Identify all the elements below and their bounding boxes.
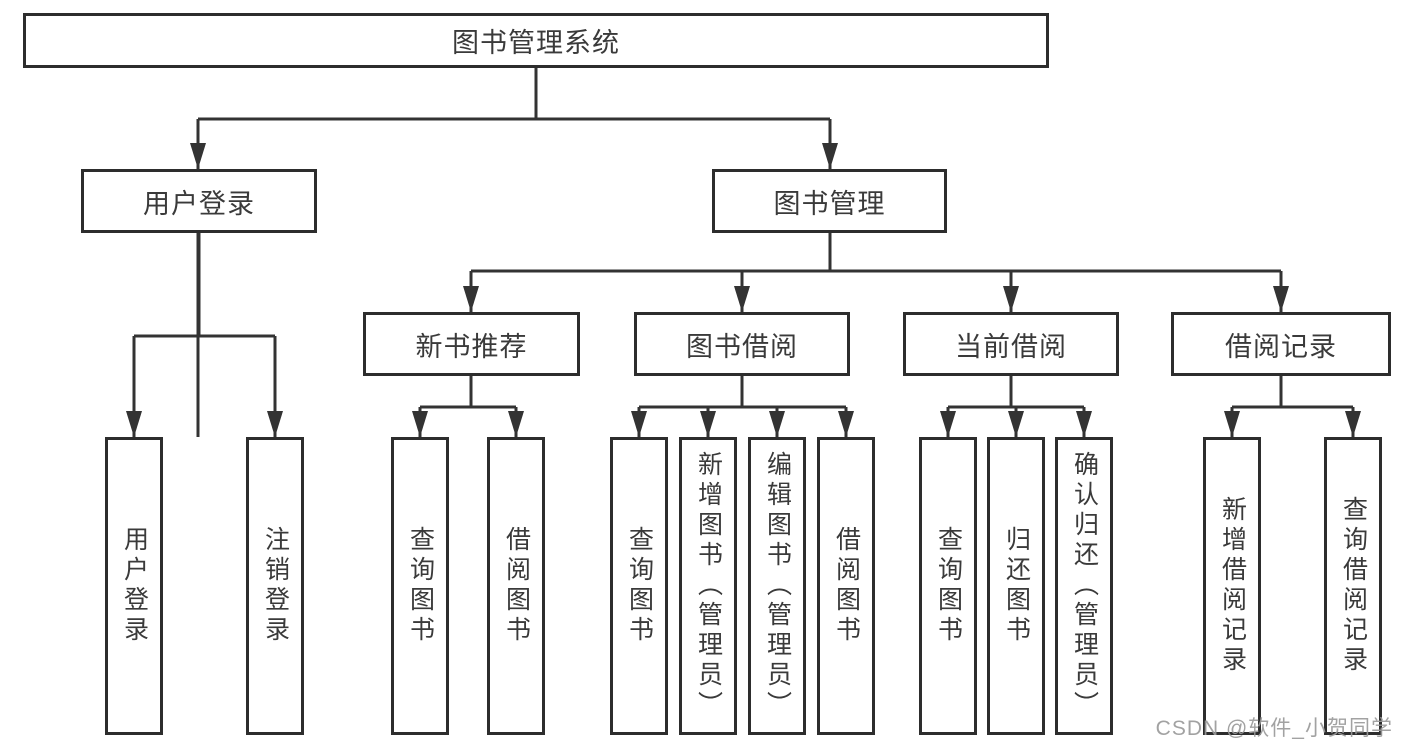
connector-user-login-children <box>132 233 277 437</box>
leaf-add-book-admin: 新增图书（管理员） <box>679 437 737 735</box>
node-book-borrow: 图书借阅 <box>634 312 850 376</box>
leaf-label: 借阅图书 <box>502 526 531 646</box>
leaf-label: 用户登录 <box>120 526 149 646</box>
arrowheads <box>126 143 1361 437</box>
leaf-query-books-borrow: 查询图书 <box>610 437 668 735</box>
connector-recommend-children <box>418 376 518 437</box>
node-borrow-records: 借阅记录 <box>1171 312 1391 376</box>
leaf-label: 查询借阅记录 <box>1339 496 1368 676</box>
node-new-book-recommend: 新书推荐 <box>363 312 580 376</box>
node-user-login: 用户登录 <box>81 169 317 233</box>
leaf-label: 查询图书 <box>934 526 963 646</box>
connector-root-to-level2 <box>196 68 832 437</box>
leaf-confirm-return-admin: 确认归还（管理员） <box>1055 437 1113 735</box>
leaf-label: 查询图书 <box>406 526 435 646</box>
leaf-label: 新增图书（管理员） <box>694 451 723 721</box>
leaf-label: 新增借阅记录 <box>1218 496 1247 676</box>
connector-book-management-children <box>469 233 1283 312</box>
leaf-label: 借阅图书 <box>832 526 861 646</box>
leaf-edit-book-admin: 编辑图书（管理员） <box>748 437 806 735</box>
node-label: 新书推荐 <box>415 331 528 362</box>
node-label: 图书管理系统 <box>452 28 620 58</box>
leaf-add-borrow-record: 新增借阅记录 <box>1203 437 1261 735</box>
node-book-management: 图书管理 <box>712 169 947 233</box>
leaf-return-books: 归还图书 <box>987 437 1045 735</box>
leaf-query-books-recommend: 查询图书 <box>391 437 449 735</box>
node-label: 图书管理 <box>773 188 886 219</box>
csdn-watermark: CSDN @软件_小贺同学 <box>1155 717 1393 740</box>
connector-borrow-children <box>637 376 848 437</box>
leaf-borrow-books-recommend: 借阅图书 <box>487 437 545 735</box>
node-label: 当前借阅 <box>955 331 1067 362</box>
leaf-query-books-current: 查询图书 <box>919 437 977 735</box>
leaf-label: 查询图书 <box>625 526 654 646</box>
leaf-label: 归还图书 <box>1002 526 1031 646</box>
leaf-logout: 注销登录 <box>246 437 304 735</box>
node-label: 借阅记录 <box>1225 331 1337 362</box>
leaf-query-borrow-record: 查询借阅记录 <box>1324 437 1382 735</box>
leaf-label: 编辑图书（管理员） <box>763 451 792 721</box>
connector-records-children <box>1230 376 1355 437</box>
node-root-library-system: 图书管理系统 <box>23 13 1049 68</box>
leaf-label: 注销登录 <box>261 526 290 646</box>
leaf-user-login: 用户登录 <box>105 437 163 735</box>
leaf-label: 确认归还（管理员） <box>1070 451 1099 721</box>
leaf-borrow-books: 借阅图书 <box>817 437 875 735</box>
node-label: 图书借阅 <box>686 331 798 362</box>
node-current-borrow: 当前借阅 <box>903 312 1119 376</box>
node-label: 用户登录 <box>143 188 255 219</box>
